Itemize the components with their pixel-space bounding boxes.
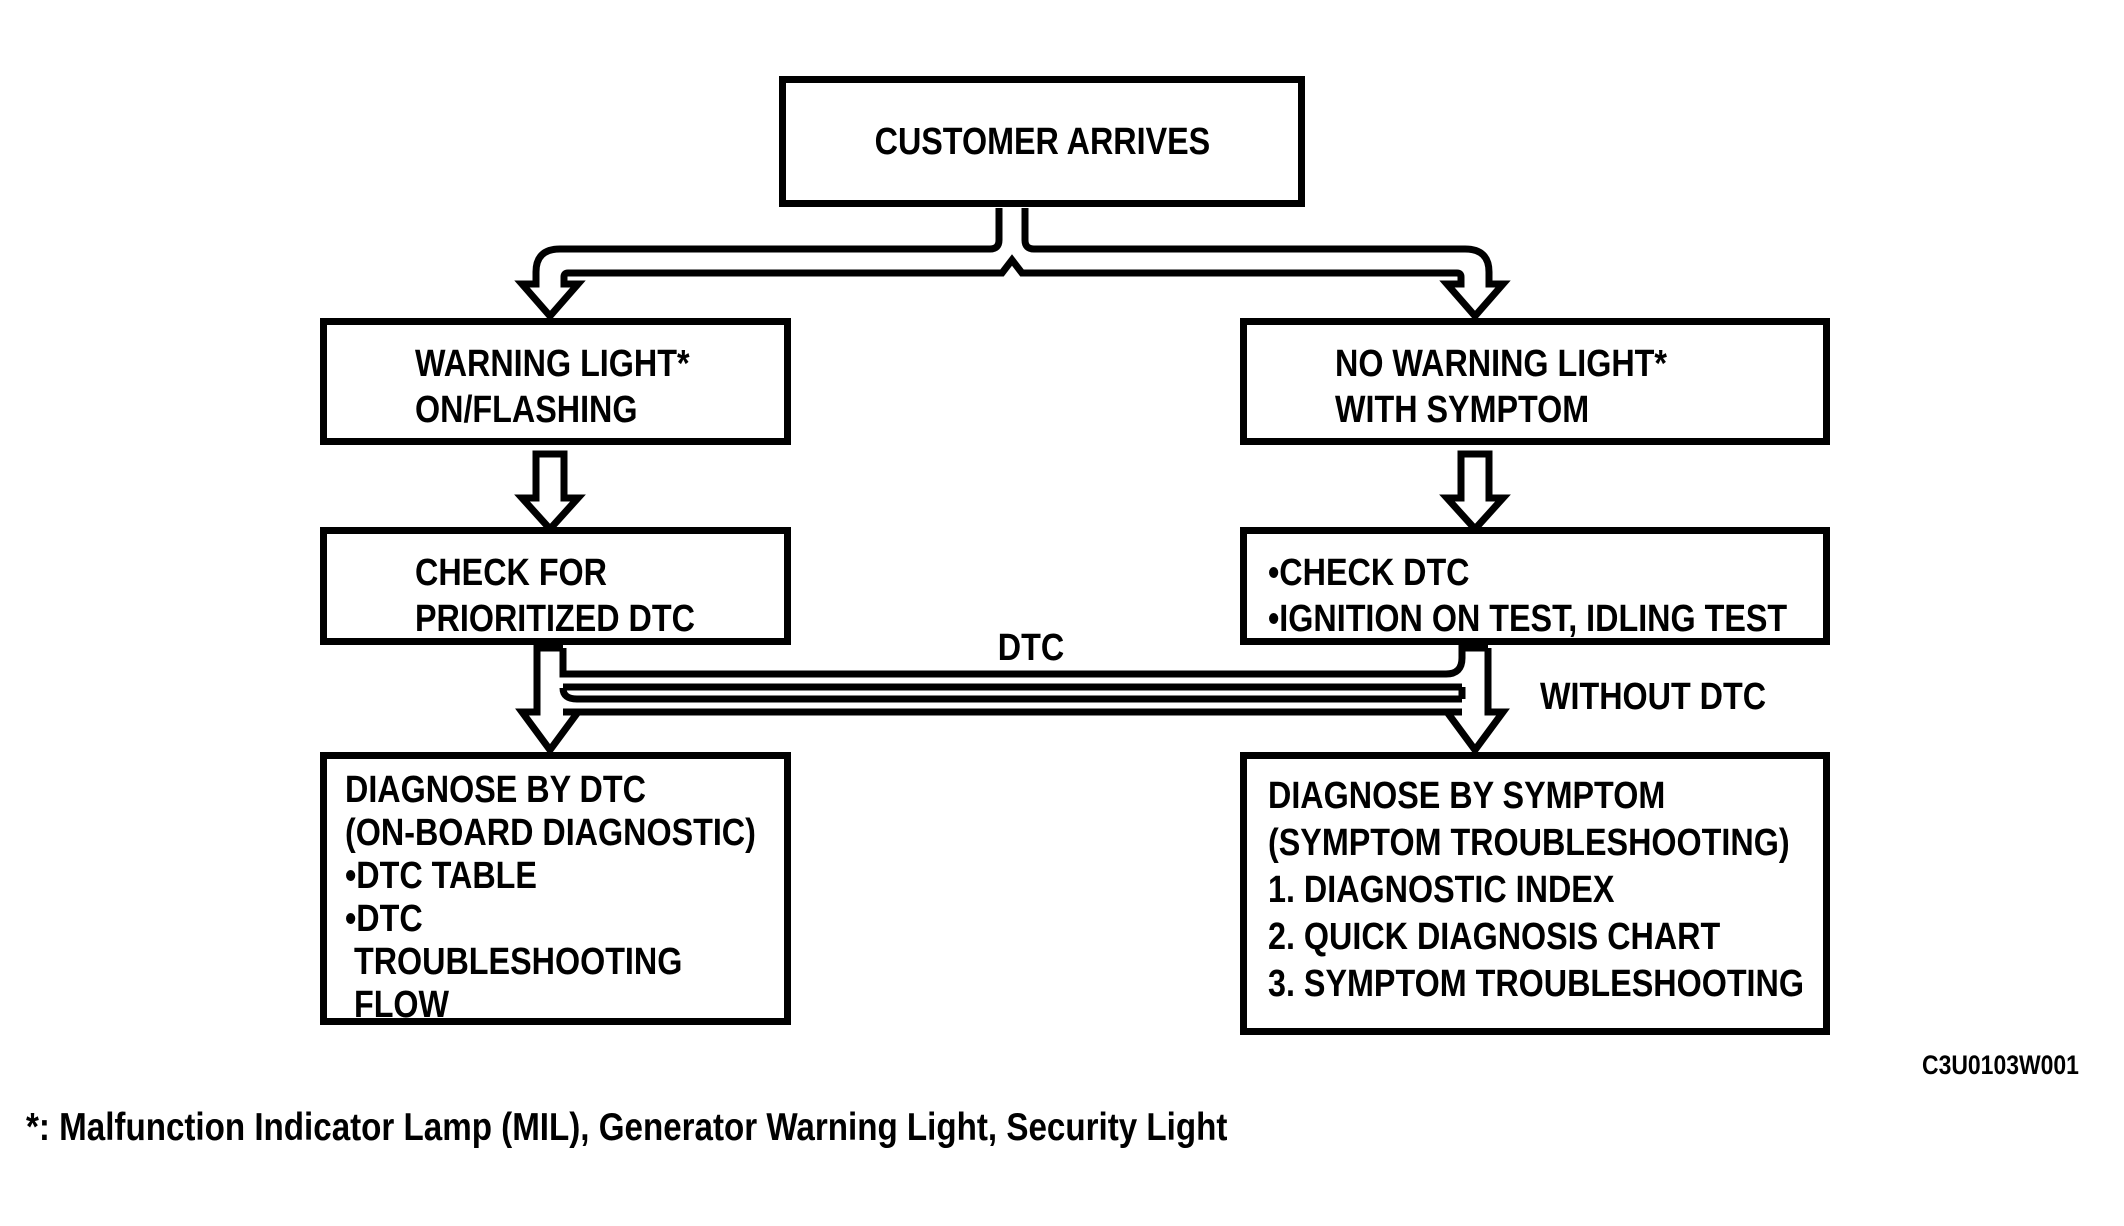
text-line: WARNING LIGHT*	[415, 343, 690, 385]
text-line: PRIORITIZED DTC	[415, 598, 695, 640]
text-line: (SYMPTOM TROUBLESHOOTING)	[1268, 822, 1790, 864]
split-arrow	[514, 208, 1511, 322]
text-line: WITH SYMPTOM	[1335, 389, 1590, 431]
box-diagnose-by-dtc: DIAGNOSE BY DTC(ON-BOARD DIAGNOSTIC)•DTC…	[320, 752, 791, 1026]
box-warning-light: WARNING LIGHT*ON/FLASHING	[320, 318, 791, 445]
text-line: TROUBLESHOOTING	[345, 941, 683, 983]
box-diagnose-by-symptom: DIAGNOSE BY SYMPTOM (SYMPTOM TROUBLESHOOT…	[1240, 752, 1830, 1035]
crossover-connector	[515, 644, 1510, 756]
figure-code: C3U0103W001	[1922, 1050, 2079, 1080]
label-dtc: DTC	[997, 627, 1065, 669]
text-line: 2. QUICK DIAGNOSIS CHART	[1268, 916, 1721, 958]
down-arrow-right	[1439, 450, 1511, 535]
box-warning-light-text: WARNING LIGHT*ON/FLASHING	[327, 325, 784, 438]
text-line: CUSTOMER ARRIVES	[874, 120, 1210, 163]
box-no-warning-light: NO WARNING LIGHT*WITH SYMPTOM	[1240, 318, 1830, 445]
text-line: 1. DIAGNOSTIC INDEX	[1268, 869, 1615, 911]
text-line: DIAGNOSE BY DTC	[345, 769, 646, 811]
box-diagnose-by-dtc-text: DIAGNOSE BY DTC(ON-BOARD DIAGNOSTIC)•DTC…	[327, 759, 784, 1026]
text-line: •CHECK DTC	[1268, 552, 1470, 594]
text-line: DIAGNOSE BY SYMPTOM	[1268, 775, 1666, 817]
text-line: •DTC TABLE	[345, 855, 537, 897]
box-diagnose-by-symptom-text: DIAGNOSE BY SYMPTOM (SYMPTOM TROUBLESHOOT…	[1247, 759, 1823, 1028]
text-line: •IGNITION ON TEST, IDLING TEST	[1268, 598, 1788, 640]
text-line: CHECK FOR	[415, 552, 608, 594]
box-customer-arrives: CUSTOMER ARRIVES	[779, 76, 1305, 207]
label-without-dtc: WITHOUT DTC	[1540, 676, 1767, 718]
text-line: 3. SYMPTOM TROUBLESHOOTING	[1268, 963, 1804, 1005]
down-arrow-left	[514, 450, 586, 535]
footnote: *: Malfunction Indicator Lamp (MIL), Gen…	[26, 1106, 1228, 1149]
box-customer-arrives-text: CUSTOMER ARRIVES	[786, 83, 1298, 200]
text-line: ON/FLASHING	[415, 389, 638, 431]
box-check-dtc-text: •CHECK DTC•IGNITION ON TEST, IDLING TEST	[1247, 534, 1823, 640]
text-line: NO WARNING LIGHT*	[1335, 343, 1667, 385]
box-check-dtc: •CHECK DTC•IGNITION ON TEST, IDLING TEST	[1240, 527, 1830, 645]
text-line: FLOW	[345, 984, 450, 1026]
text-line: •DTC	[345, 898, 423, 940]
box-no-warning-light-text: NO WARNING LIGHT*WITH SYMPTOM	[1247, 325, 1823, 438]
text-line: (ON-BOARD DIAGNOSTIC)	[345, 812, 756, 854]
